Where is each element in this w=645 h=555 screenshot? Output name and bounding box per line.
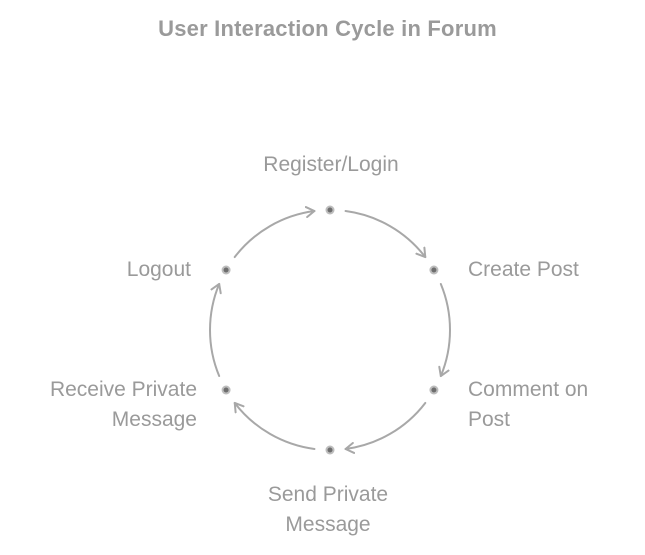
node-label-receive-private-message: Receive Private Message: [0, 375, 197, 435]
node-dot-receive: [221, 385, 231, 395]
edge-arrow-comment-to-send: [344, 401, 427, 454]
node-label-create-post: Create Post: [468, 255, 579, 285]
diagram-title: User Interaction Cycle in Forum: [158, 16, 497, 41]
node-label-comment-on-post: Comment on Post: [468, 375, 588, 435]
node-label-line: Create Post: [468, 258, 579, 281]
node-dot-create: [429, 265, 439, 275]
edge-arrow-create-to-comment: [438, 282, 451, 378]
node-label-send-private-message: Send Private Message: [228, 480, 428, 540]
node-label-logout: Logout: [0, 255, 191, 285]
node-label-line: Register/Login: [263, 153, 399, 176]
edge-arrow-register-to-create: [344, 210, 427, 259]
node-dot-logout: [221, 265, 231, 275]
node-label-line: Message: [111, 408, 197, 431]
node-label-line: Message: [285, 513, 371, 536]
node-label-line: Post: [468, 408, 511, 431]
node-label-line: Logout: [126, 258, 191, 281]
edge-arrow-receive-to-logout: [209, 282, 222, 378]
node-label-register-login: Register/Login: [231, 150, 431, 180]
node-dot-comment: [429, 385, 439, 395]
edge-arrow-send-to-receive: [233, 401, 316, 450]
edge-arrow-logout-to-register: [233, 206, 316, 259]
node-dot-register: [325, 205, 335, 215]
node-dot-send: [325, 445, 335, 455]
node-label-line: Receive Private: [49, 378, 197, 401]
node-label-line: Comment on: [468, 378, 589, 401]
node-label-line: Send Private: [267, 483, 389, 506]
